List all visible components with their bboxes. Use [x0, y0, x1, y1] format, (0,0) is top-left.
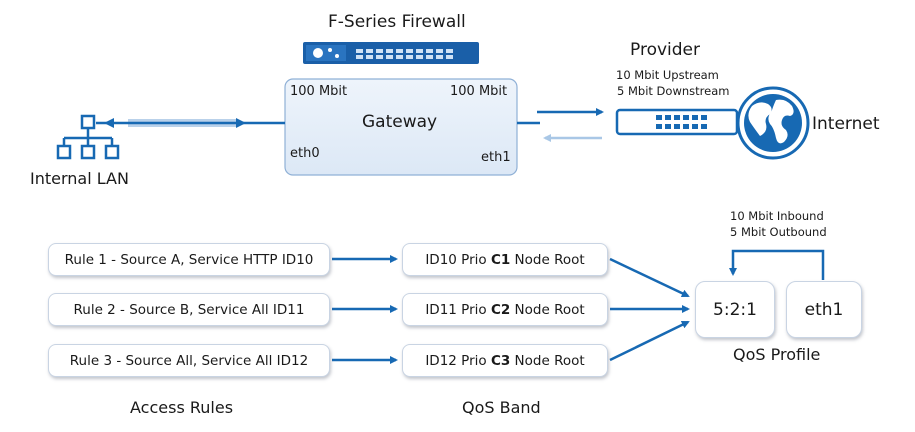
access-rules-section-label: Access Rules [130, 398, 234, 417]
qos-profile-outbound: 5 Mbit Outbound [730, 225, 827, 239]
qos-band-prio: C3 [490, 353, 511, 369]
qos-band-1: ID10 Prio C1 Node Root [402, 243, 608, 276]
qos-band-section-label: QoS Band [462, 398, 541, 417]
qos-profile-label: QoS Profile [733, 345, 821, 364]
provider-upstream: 10 Mbit Upstream [616, 68, 719, 82]
qos-band-prefix: ID10 Prio [425, 252, 487, 268]
band1-profile-arrow [609, 257, 690, 298]
qos-profile-iface-box: eth1 [786, 281, 862, 338]
access-rule-1: Rule 1 - Source A, Service HTTP ID10 [48, 243, 330, 276]
qos-band-prefix: ID11 Prio [425, 302, 487, 318]
access-rule-label: Rule 2 - Source B, Service All ID11 [73, 302, 305, 318]
lan-label: Internal LAN [30, 169, 129, 188]
qos-band-prio: C1 [490, 252, 511, 268]
eth1-loop-arrow [729, 249, 825, 280]
gateway-iface-right: eth1 [481, 150, 511, 165]
qos-band-prio: C2 [490, 302, 511, 318]
qos-band-suffix: Node Root [514, 353, 585, 369]
qos-band-label: ID11 Prio C2 Node Root [403, 294, 607, 326]
firewall-appliance-icon [303, 42, 479, 64]
qos-profile-iface: eth1 [804, 299, 844, 320]
provider-title: Provider [630, 40, 700, 60]
access-rule-label: Rule 3 - Source All, Service All ID12 [69, 353, 309, 369]
qos-band-suffix: Node Root [514, 252, 585, 268]
qos-profile-inbound: 10 Mbit Inbound [730, 209, 824, 223]
gateway-iface-left: eth0 [290, 146, 320, 161]
band3-profile-arrow [609, 320, 690, 362]
gateway-speed-left: 100 Mbit [290, 84, 348, 99]
access-rule-2: Rule 2 - Source B, Service All ID11 [48, 293, 330, 326]
gateway-speed-right: 100 Mbit [450, 84, 508, 99]
qos-profile-ratio-box: 5:2:1 [695, 281, 775, 338]
access-rule-label: Rule 1 - Source A, Service HTTP ID10 [64, 252, 314, 268]
provider-downstream: 5 Mbit Downstream [617, 84, 730, 98]
firewall-title: F-Series Firewall [328, 12, 466, 32]
access-rule-3: Rule 3 - Source All, Service All ID12 [48, 344, 330, 377]
qos-band-prefix: ID12 Prio [425, 353, 487, 369]
internet-globe-icon [736, 86, 810, 160]
qos-band-suffix: Node Root [514, 302, 585, 318]
qos-band-label: ID10 Prio C1 Node Root [403, 244, 607, 276]
lan-network-icon [56, 114, 120, 160]
qos-profile-ratio: 5:2:1 [713, 299, 757, 320]
internet-label: Internet [812, 114, 880, 134]
qos-band-label: ID12 Prio C3 Node Root [403, 345, 607, 377]
qos-band-2: ID11 Prio C2 Node Root [402, 293, 608, 326]
gateway-box [284, 78, 518, 176]
provider-switch-icon [615, 108, 739, 136]
lan-gateway-link [96, 118, 285, 128]
qos-band-3: ID12 Prio C3 Node Root [402, 344, 608, 377]
gateway-label: Gateway [362, 112, 438, 132]
